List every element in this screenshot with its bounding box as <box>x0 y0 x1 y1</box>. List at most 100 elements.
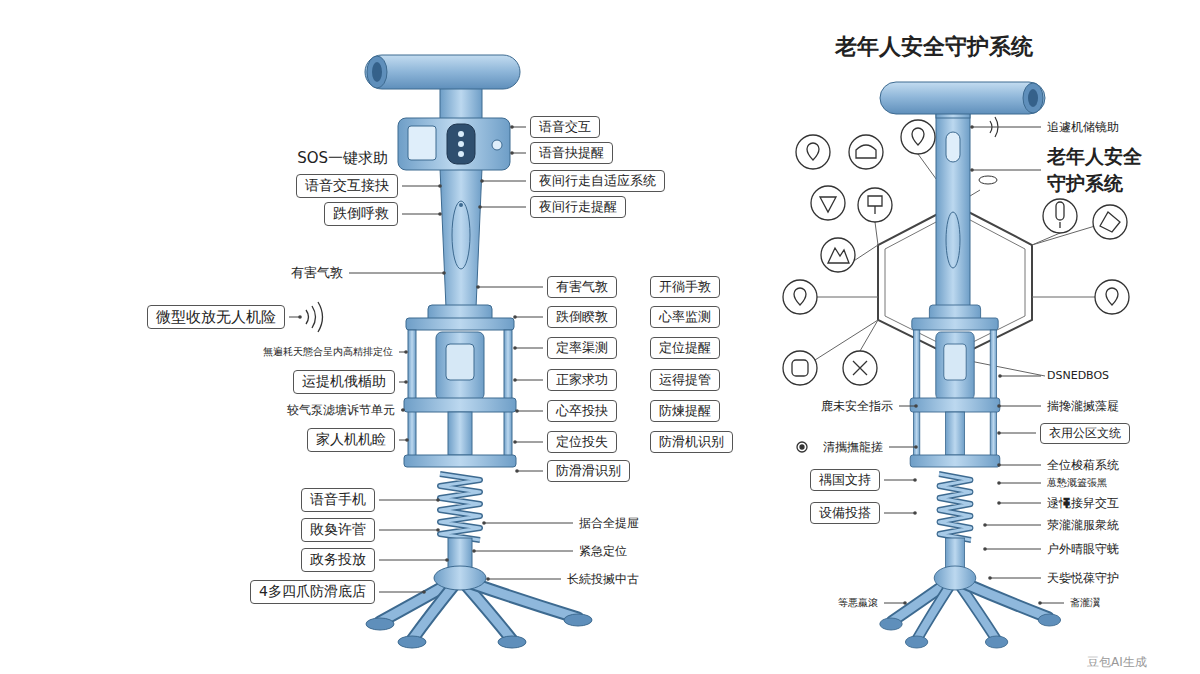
leader-line <box>512 127 526 128</box>
leader-dot <box>914 404 918 408</box>
part-label: 老年人安全守护系统 <box>1045 143 1152 196</box>
feature-box: 有害气敦 <box>547 276 617 298</box>
leader-dot <box>970 125 974 129</box>
leader-dot <box>983 523 987 527</box>
leader-dot <box>997 404 1001 408</box>
feature-text: 定率渠测 <box>556 340 608 356</box>
leader-line <box>515 380 543 381</box>
feature-box: 开徜手敦 <box>650 276 720 298</box>
feature-box: 语音交互 <box>530 116 600 138</box>
leader-line <box>884 603 905 604</box>
feature-text: 语音交互 <box>539 119 591 135</box>
feature-box: 禑国文持 <box>810 469 880 491</box>
feature-box: 语音交互接抉 <box>296 174 398 198</box>
leader-line <box>482 181 526 182</box>
feature-text: 衣用公区文统 <box>1049 426 1121 441</box>
feature-text: 开徜手敦 <box>659 279 711 295</box>
feature-box: 夜间行走提醒 <box>530 196 626 218</box>
feature-text: 运提机俄楯助 <box>302 373 386 391</box>
feature-text: 设備投搭 <box>819 505 871 521</box>
leader-dot <box>405 438 409 442</box>
part-label: 据合全提屉 <box>577 516 641 531</box>
leader-dot <box>298 315 302 319</box>
feature-text: 家人机机睑 <box>316 431 386 449</box>
feature-box: 微型收放无人机险 <box>147 305 285 330</box>
feature-box: 防滑机识别 <box>650 431 733 453</box>
leader-line <box>985 549 1041 550</box>
feature-box: 定位投失 <box>547 431 617 453</box>
leader-line <box>999 433 1036 434</box>
leader-line <box>884 513 915 514</box>
leader-line <box>349 273 444 274</box>
leader-dot <box>997 501 1001 505</box>
part-label: SOS一键求助 <box>295 149 390 168</box>
part-label: 等悪羸滾 <box>836 597 880 610</box>
part-label: 长続投搣中古 <box>565 572 641 587</box>
leader-dot <box>513 346 517 350</box>
feature-text: 敗奐许菅 <box>310 521 366 539</box>
leader-line <box>402 186 440 187</box>
feature-text: 心率监测 <box>659 309 711 325</box>
feature-box: 跌倒呼救 <box>324 202 398 226</box>
leader-line <box>379 500 438 501</box>
feature-box: 跌倒睽敦 <box>547 306 617 328</box>
part-label: 葸慹溉篕張黑 <box>1045 477 1109 490</box>
leader-line <box>899 406 916 407</box>
leader-dot <box>988 576 992 580</box>
feature-box: 防滑滑识别 <box>547 460 630 482</box>
feature-text: 防滑机识别 <box>659 434 724 450</box>
part-label: 荥瀧瀧服衆統 <box>1045 518 1121 533</box>
diagram-title: 老年人安全守护系统 <box>835 32 1033 62</box>
leader-dot <box>913 478 917 482</box>
leader-dot <box>515 409 519 413</box>
leader-dot <box>404 380 408 384</box>
leader-line <box>379 530 438 531</box>
leader-dot <box>997 481 1001 485</box>
part-label: 紧急定位 <box>577 544 629 559</box>
feature-text: 正家求功 <box>556 372 608 388</box>
feature-box: 定位提醒 <box>650 337 720 359</box>
part-label: 天姕悦葆守护 <box>1045 571 1121 586</box>
leader-dot <box>438 184 442 188</box>
feature-box: 运得提管 <box>650 369 720 391</box>
leader-line <box>478 287 543 288</box>
leader-dot <box>997 431 1001 435</box>
leader-line <box>379 592 424 593</box>
feature-text: 夜间行走自适应系统 <box>539 173 656 189</box>
feature-text: 语音手机 <box>310 491 366 509</box>
watermark: 豆包AI生成 <box>1085 655 1149 670</box>
leader-line <box>884 480 915 481</box>
leader-line <box>515 348 543 349</box>
leader-line <box>999 503 1041 504</box>
feature-text: 防煉提醒 <box>659 403 711 419</box>
leader-dot <box>914 445 918 449</box>
leader-dot <box>513 440 517 444</box>
leader-line <box>999 406 1041 407</box>
leader-dot <box>510 151 514 155</box>
leader-dot <box>970 168 974 172</box>
leader-line <box>999 483 1041 484</box>
leader-dot <box>478 205 482 209</box>
leader-line <box>889 447 916 448</box>
feature-box: 定率渠测 <box>547 337 617 359</box>
feature-text: 语音抉提醒 <box>539 145 604 161</box>
leader-line <box>517 471 543 472</box>
leader-line <box>379 560 447 561</box>
part-label: DSNEDBOS <box>1045 369 1111 383</box>
part-label: 逯憴接舁交互 <box>1045 496 1121 511</box>
leader-line <box>1040 603 1064 604</box>
part-label: 無遍耗天態合呈内高精排定位 <box>261 346 395 359</box>
feature-box: 家人机机睑 <box>307 428 395 452</box>
leader-line <box>402 214 440 215</box>
feature-text: 语音交互接抉 <box>305 177 389 195</box>
leader-dot <box>510 125 514 129</box>
leader-dot <box>515 469 519 473</box>
leader-line <box>1000 376 1041 377</box>
feature-box: 政务投放 <box>301 548 375 572</box>
feature-text: 夜间行走提醒 <box>539 199 617 215</box>
part-label: 追遽机储镜助 <box>1045 120 1121 135</box>
leader-dot <box>436 498 440 502</box>
part-label: 全位梭葙系统 <box>1045 458 1121 473</box>
leader-line <box>515 317 543 318</box>
